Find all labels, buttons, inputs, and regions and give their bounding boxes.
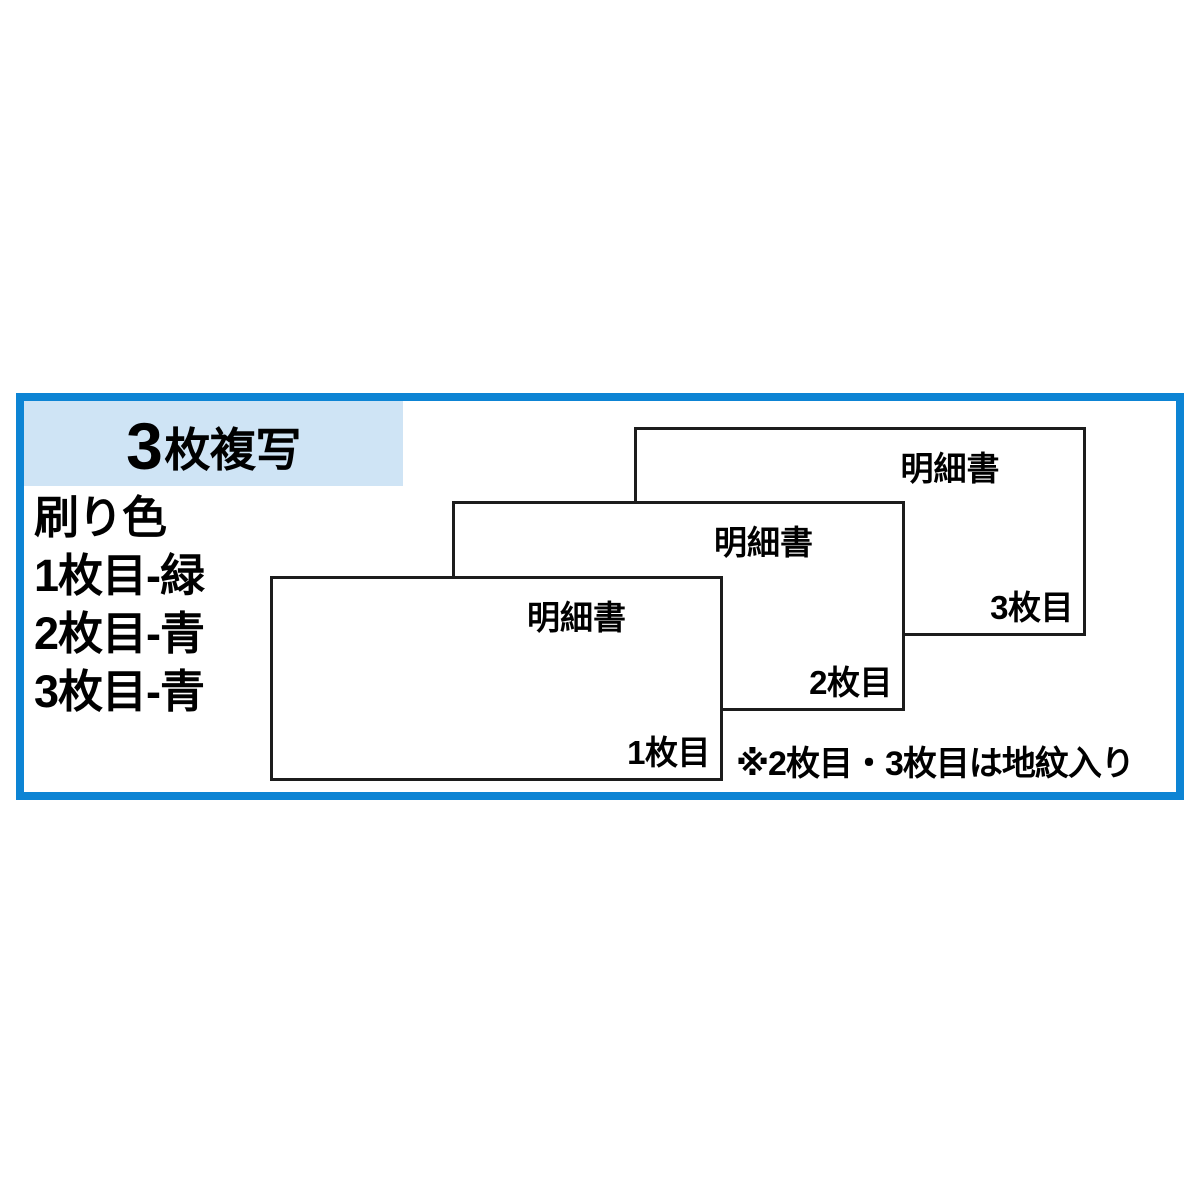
ink-color-spec-list: 刷り色 1枚目-緑 2枚目-青 3枚目-青: [34, 489, 284, 721]
footnote-watermark-note: ※2枚目・3枚目は地紋入り: [736, 745, 1135, 783]
ink-color-sheet-2: 2枚目-青: [34, 608, 205, 659]
ink-color-sheet-3: 3枚目-青: [34, 666, 205, 717]
sheet-2-title: 明細書: [714, 524, 813, 561]
sheet-3-index-label: 3枚目: [990, 589, 1073, 626]
title-band: [24, 401, 403, 486]
title-copy-count: 3: [126, 408, 163, 483]
sheet-1-front: 明細書 1枚目: [270, 576, 723, 781]
sheet-1-index-label: 1枚目: [627, 734, 710, 771]
ink-color-heading: 刷り色: [34, 492, 167, 543]
sheet-3-title: 明細書: [900, 450, 1000, 487]
title-copy-suffix: 枚複写: [164, 423, 301, 476]
sheet-1-title: 明細書: [527, 599, 626, 636]
sheet-2-index-label: 2枚目: [809, 664, 892, 701]
ink-color-sheet-1: 1枚目-緑: [34, 550, 205, 601]
